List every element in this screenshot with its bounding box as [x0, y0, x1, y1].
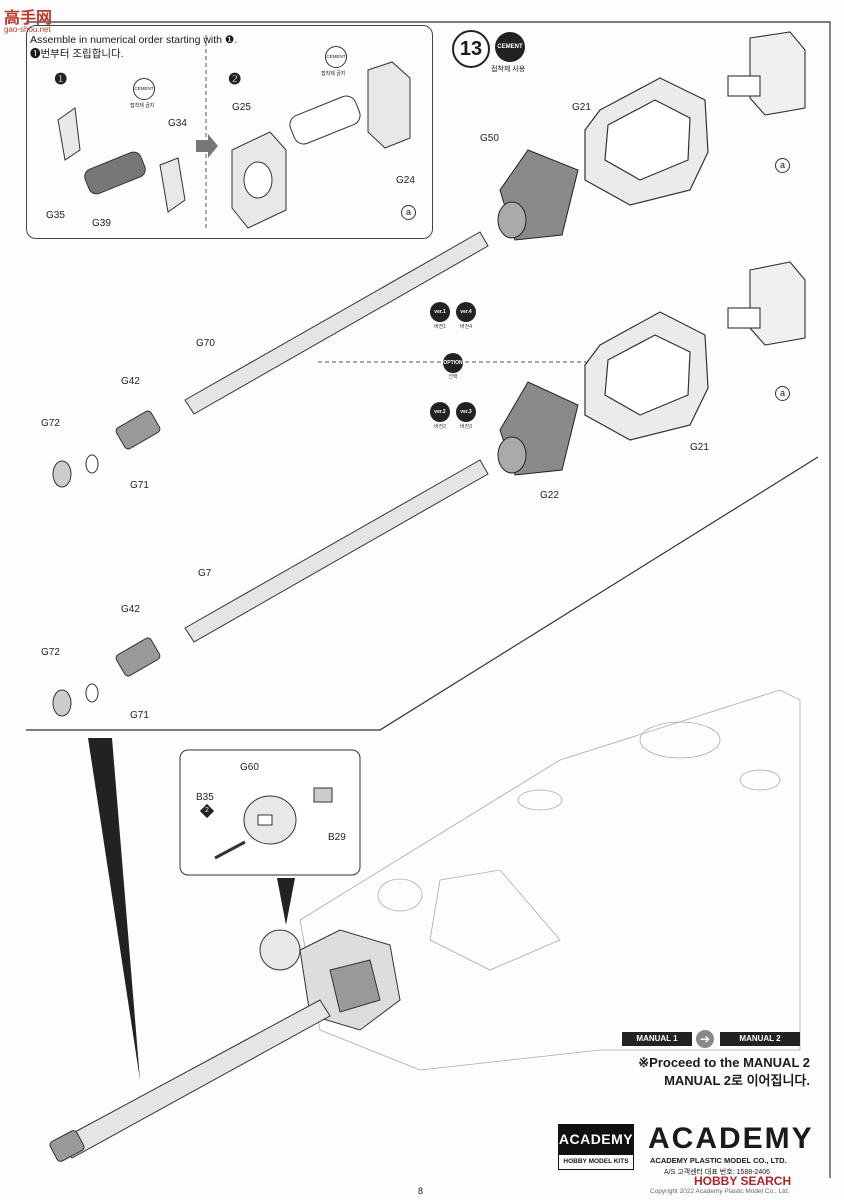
barrel-installed [59, 999, 331, 1159]
part-label: G72 [41, 647, 60, 658]
part-label: G39 [92, 218, 111, 229]
cement-icon: CEMENT [495, 32, 525, 62]
page-number: 8 [418, 1186, 424, 1196]
manual-flow: MANUAL 1 ➔ MANUAL 2 [622, 1030, 802, 1048]
ref-a-circle: a [775, 158, 790, 173]
part-label: G35 [46, 210, 65, 221]
proceed-en: ※Proceed to the MANUAL 2 [638, 1055, 810, 1070]
manual-2-tag: MANUAL 2 [720, 1032, 800, 1046]
part-label: G34 [168, 118, 187, 129]
version-badge: ver.4 [456, 302, 476, 322]
ring-g71-upper [85, 454, 99, 474]
sub2-parts [231, 61, 411, 229]
version-caption: 버전1 [434, 324, 446, 330]
mantlet-ring-lower [584, 311, 709, 441]
part-label: G21 [690, 442, 709, 453]
proceed-ko: MANUAL 2로 이어집니다. [664, 1073, 810, 1088]
part-label: G50 [480, 133, 499, 144]
part-label: G72 [41, 418, 60, 429]
no-cement-caption-2: 접착제 금지 [321, 71, 346, 77]
sub-step-1: ❶ [54, 71, 68, 88]
sub-step-2: ❷ [228, 71, 242, 88]
version-badge: ver.3 [456, 402, 476, 422]
instruction-ko: ❶번부터 조립합니다. [30, 48, 124, 60]
part-label: G7 [198, 568, 212, 579]
version-caption: 버전2 [434, 424, 446, 430]
part-label: G42 [121, 604, 140, 615]
sub1-parts [57, 107, 186, 213]
part-label: B29 [328, 832, 346, 843]
cement-caption: 접착제 사용 [491, 66, 526, 73]
version-caption: 버전3 [460, 424, 472, 430]
watermark-top-brand: 高手网 [4, 10, 53, 27]
hull-lineart [299, 689, 801, 1071]
service-number: A/S 고객센터 대표 번호: 1588-2406 [664, 1169, 771, 1176]
part-label: G42 [121, 376, 140, 387]
part-label: G21 [572, 102, 591, 113]
subassembly-box [26, 25, 433, 239]
housing-lower [727, 261, 806, 346]
muzzle-lower [115, 637, 161, 677]
no-cement-icon: CEMENT [133, 78, 155, 100]
arrow-right-icon: ➔ [696, 1030, 714, 1048]
part-label: G70 [196, 338, 215, 349]
ref-a-circle: a [775, 386, 790, 401]
barrel-upper [184, 231, 489, 415]
step-number: 13 [452, 30, 490, 68]
proceed-note: ※Proceed to the MANUAL 2 MANUAL 2로 이어집니다… [590, 1054, 810, 1090]
academy-logo: ACADEMY [648, 1122, 814, 1155]
no-cement-icon: CEMENT [325, 46, 347, 68]
housing-upper [727, 31, 806, 116]
ring-g71-lower [85, 683, 99, 703]
ring-g72-upper [52, 460, 72, 488]
option-badge: OPTION [443, 353, 463, 373]
mantlet-ring-upper [584, 77, 709, 206]
version-badge: ver.1 [430, 302, 450, 322]
version-badge: ver.2 [430, 402, 450, 422]
part-label: G71 [130, 480, 149, 491]
version-caption: 버전4 [460, 324, 472, 330]
part-label: G25 [232, 102, 251, 113]
part-label: G60 [240, 762, 259, 773]
academy-box-bottom: HOBBY MODEL KITS [558, 1154, 634, 1170]
watermark-hobbysearch: HOBBY SEARCH [694, 1174, 792, 1188]
barrel-lower [184, 459, 489, 643]
instruction-en: Assemble in numerical order starting wit… [30, 34, 238, 46]
copyright: Copyright 2022 Academy Plastic Model Co.… [650, 1188, 790, 1195]
subassembly-instructions: Assemble in numerical order starting wit… [30, 33, 330, 61]
ring-g72-lower [52, 689, 72, 717]
part-label: G71 [130, 710, 149, 721]
option-caption: 선택 [448, 374, 458, 380]
muzzle-upper [115, 410, 161, 450]
academy-box-top: ACADEMY [558, 1124, 634, 1154]
part-label: G22 [540, 490, 559, 501]
part-label: G24 [396, 175, 415, 186]
part-label: B35 [196, 792, 214, 803]
company-name: ACADEMY PLASTIC MODEL CO., LTD. [650, 1156, 787, 1165]
ref-a-circle: a [401, 205, 416, 220]
manual-1-tag: MANUAL 1 [622, 1032, 692, 1046]
academy-box-logo: ACADEMY HOBBY MODEL KITS [558, 1124, 634, 1170]
no-cement-caption-1: 접착제 금지 [130, 103, 155, 109]
